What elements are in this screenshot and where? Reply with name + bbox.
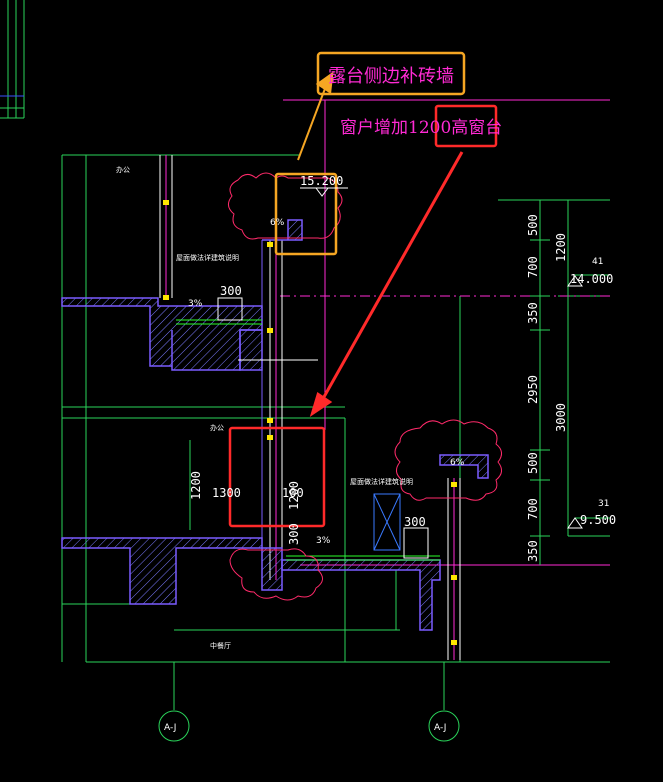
dim-left-1200: 1200 — [189, 471, 203, 500]
dim-r-500b: 500 — [526, 452, 540, 474]
room-office-top: 办公 — [116, 165, 130, 174]
dim-r-1200: 1200 — [554, 233, 568, 262]
dim-300-mid: 300 — [404, 515, 426, 529]
red-callouts — [228, 104, 498, 528]
callout-box-top-label — [316, 51, 466, 96]
insulation-lines — [176, 297, 440, 561]
callout-box-window — [434, 104, 498, 148]
room-dining: 中餐厅 — [210, 641, 231, 650]
slab-lower — [61, 454, 489, 631]
wall-markers — [163, 200, 457, 645]
dim-r-2950: 2950 — [526, 375, 540, 404]
roof-note-right: 屋面做法详建筑说明 — [350, 477, 413, 486]
level-14000: 14.000 — [570, 272, 613, 286]
axis-markers — [158, 710, 460, 742]
dim-r-700a: 700 — [526, 256, 540, 278]
dim-small-300: 300 — [287, 523, 301, 545]
level-symbols — [300, 187, 583, 529]
dim-100: 100 — [282, 486, 304, 500]
red-arrow — [318, 151, 464, 405]
axis-circle-right — [428, 710, 460, 742]
dimension-lines — [173, 200, 610, 710]
corner-fragment — [0, 0, 25, 119]
callout-box-sill — [228, 426, 326, 528]
callout-top-label: 露台侧边补砖墙 — [328, 66, 454, 87]
level-15200: 15.200 — [300, 174, 343, 188]
callout-box-parapet — [274, 172, 338, 256]
axis-label-left: A-J — [164, 723, 176, 733]
slope-left: 3% — [188, 299, 203, 309]
dim-small-1200: 1200 — [287, 481, 301, 510]
slope-right: 6% — [450, 458, 465, 468]
dim-r-500a: 500 — [526, 214, 540, 236]
equipment-box — [373, 493, 401, 551]
dim-r-700b: 700 — [526, 498, 540, 520]
dim-r-350a: 350 — [526, 302, 540, 324]
callout-window-label: 窗户增加1200高窗台 — [340, 118, 502, 138]
walls — [159, 155, 461, 660]
orange-arrow — [297, 85, 327, 161]
slope-top: 6% — [270, 218, 285, 228]
revision-clouds — [228, 172, 502, 601]
orange-callouts — [274, 51, 466, 256]
axis-label-right: A-J — [434, 723, 446, 733]
slope-mid: 3% — [316, 536, 331, 546]
reference-lines — [280, 99, 610, 566]
room-office-mid: 办公 — [210, 423, 224, 432]
dim-300-top: 300 — [220, 284, 242, 298]
axis-circle-left — [158, 710, 190, 742]
level-9500: 9.500 — [580, 513, 616, 527]
dim-r-350b: 350 — [526, 540, 540, 562]
slab-upper — [61, 219, 303, 371]
dim-r-3000: 3000 — [554, 403, 568, 432]
level-9500-tag: 31 — [598, 499, 609, 509]
level-14000-tag: 41 — [592, 257, 603, 267]
roof-note-left: 屋面做法详建筑说明 — [176, 253, 239, 262]
dim-1300: 1300 — [212, 486, 241, 500]
